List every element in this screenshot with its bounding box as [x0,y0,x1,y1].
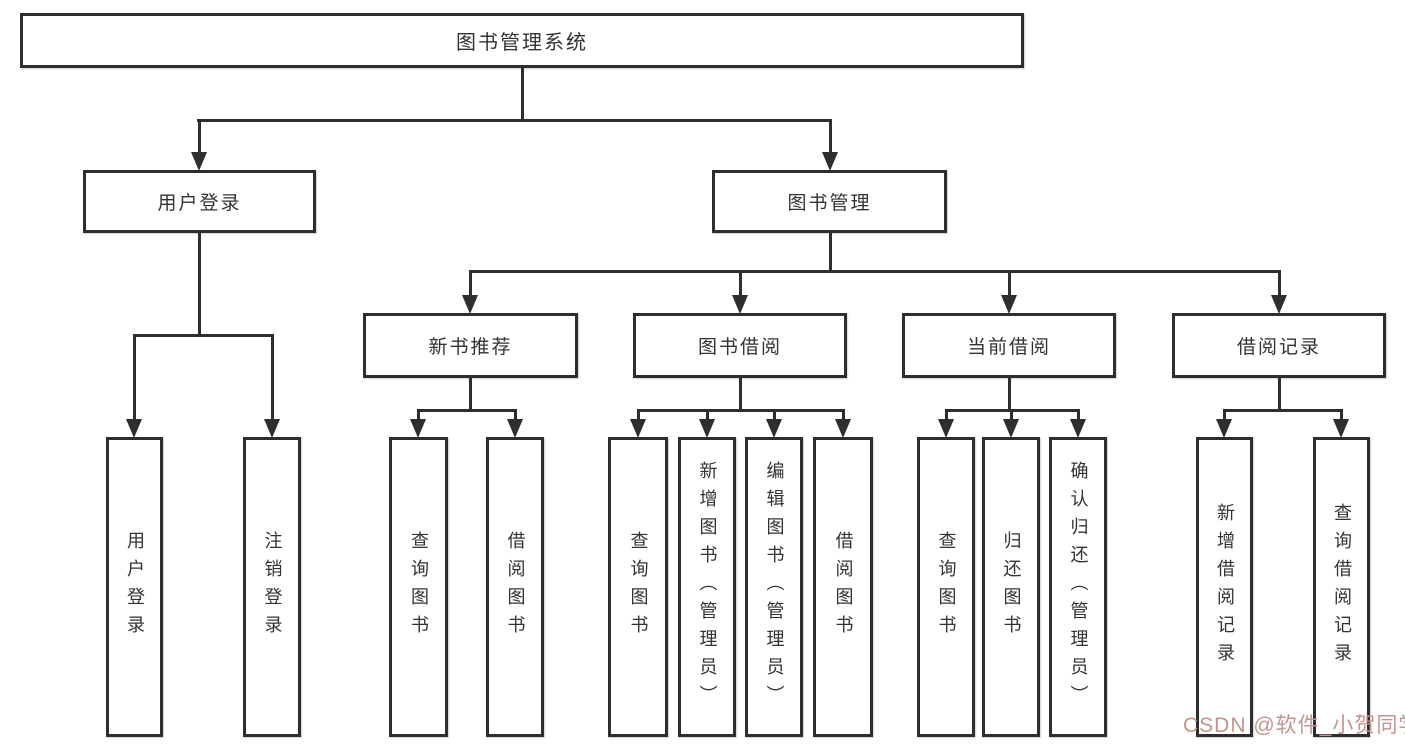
connector-records-split [1223,409,1342,412]
leaf-cb-query-books-label: 查询图书 [936,531,957,643]
leaf-bb-add-book-admin: 新增图书（管理员） [678,437,736,737]
arrowhead-bb-edit-icon [766,419,782,438]
arrowhead-nb-query-icon [410,419,426,438]
arrowhead-leaf-user-login-icon [126,419,142,438]
leaf-bb-query-books-label: 查询图书 [628,531,649,643]
leaf-bb-edit-book-admin: 编辑图书（管理员） [745,437,803,737]
node-borrow-records: 借阅记录 [1172,313,1386,378]
connector-arrow-book-mgmt [829,119,832,153]
connector-arrow-current [1008,270,1011,297]
arrowhead-bb-borrow-icon [835,419,851,438]
leaf-nb-borrow-books: 借阅图书 [486,437,544,737]
arrowhead-bb-query-icon [630,419,646,438]
arrowhead-current-icon [1001,295,1017,314]
leaf-rec-add-record: 新增借阅记录 [1196,437,1253,737]
connector-l2-split [197,119,831,122]
leaf-bb-borrow-book: 借阅图书 [813,437,873,737]
arrowhead-cb-return-icon [1003,419,1019,438]
leaf-user-login-label: 用户登录 [124,531,145,643]
arrowhead-bb-add-icon [699,419,715,438]
connector-arrow-newbook [469,270,472,297]
connector-arrow-nb-borrow [514,409,517,421]
arrowhead-records-icon [1271,295,1287,314]
node-user-login: 用户登录 [83,170,316,233]
node-new-book-recommend-label: 新书推荐 [428,337,513,358]
connector-arrow-cb-query [945,409,948,421]
leaf-logout-login-label: 注销登录 [262,531,283,643]
leaf-bb-add-book-admin-label: 新增图书（管理员） [697,461,718,713]
connector-arrow-leaf-logout [271,334,274,421]
arrowhead-rec-query-icon [1333,419,1349,438]
arrowhead-nb-borrow-icon [507,419,523,438]
connector-arrow-cb-return [1010,409,1013,421]
connector-arrow-borrow [739,270,742,297]
leaf-cb-query-books: 查询图书 [917,437,975,737]
leaf-bb-query-books: 查询图书 [608,437,668,737]
connector-mgmt-stub [829,231,832,273]
connector-root-stub [521,66,524,122]
leaf-cb-return-book-label: 归还图书 [1001,531,1022,643]
leaf-user-login: 用户登录 [106,437,163,737]
node-book-management: 图书管理 [712,170,947,233]
connector-arrow-bb-add [706,409,709,421]
leaf-logout-login: 注销登录 [243,437,301,737]
leaf-rec-query-record-label: 查询借阅记录 [1331,503,1352,671]
leaf-rec-add-record-label: 新增借阅记录 [1214,503,1235,671]
connector-arrow-nb-query [417,409,420,421]
arrowhead-book-mgmt-icon [822,152,838,171]
connector-records-stub [1278,376,1281,412]
leaf-rec-query-record: 查询借阅记录 [1313,437,1370,737]
leaf-cb-confirm-return-admin-label: 确认归还（管理员） [1068,461,1089,713]
connector-arrow-leaf-user-login [133,334,136,421]
leaf-bb-borrow-book-label: 借阅图书 [833,531,854,643]
connector-borrow-stub [739,376,742,412]
connector-arrow-records [1278,270,1281,297]
leaf-cb-confirm-return-admin: 确认归还（管理员） [1049,437,1107,737]
connector-arrow-cb-confirm [1077,409,1080,421]
arrowhead-rec-add-icon [1216,419,1232,438]
connector-newbook-stub [469,376,472,412]
arrowhead-newbook-icon [462,295,478,314]
leaf-cb-return-book: 归还图书 [982,437,1040,737]
node-current-borrow-label: 当前借阅 [966,337,1051,358]
arrowhead-user-login-icon [191,152,207,171]
connector-user-split [133,334,273,337]
connector-arrow-rec-query [1340,409,1343,421]
leaf-nb-borrow-books-label: 借阅图书 [505,531,526,643]
connector-borrow-split [637,409,844,412]
node-borrow-records-label: 借阅记录 [1236,337,1321,358]
node-book-borrow-label: 图书借阅 [697,337,782,358]
node-book-borrow: 图书借阅 [633,313,847,378]
connector-user-stub [198,231,201,337]
connector-arrow-bb-borrow [842,409,845,421]
connector-newbook-split [417,409,516,412]
connector-current-stub [1008,376,1011,412]
node-root: 图书管理系统 [20,13,1024,68]
connector-arrow-bb-edit [773,409,776,421]
arrowhead-cb-confirm-icon [1070,419,1086,438]
arrowhead-cb-query-icon [938,419,954,438]
connector-l3-split [469,270,1281,273]
arrowhead-leaf-logout-icon [264,419,280,438]
leaf-bb-edit-book-admin-label: 编辑图书（管理员） [764,461,785,713]
node-new-book-recommend: 新书推荐 [363,313,578,378]
node-current-borrow: 当前借阅 [902,313,1116,378]
leaf-nb-query-books-label: 查询图书 [408,531,429,643]
csdn-watermark: CSDN @软件_小贺同学 [1183,714,1405,737]
node-user-login-label: 用户登录 [157,193,242,214]
leaf-nb-query-books: 查询图书 [389,437,448,737]
connector-arrow-user-login [198,119,201,153]
connector-arrow-rec-add [1223,409,1226,421]
arrowhead-borrow-icon [732,295,748,314]
connector-arrow-bb-query [637,409,640,421]
node-book-management-label: 图书管理 [787,193,872,214]
node-root-label: 图书管理系统 [456,32,588,54]
